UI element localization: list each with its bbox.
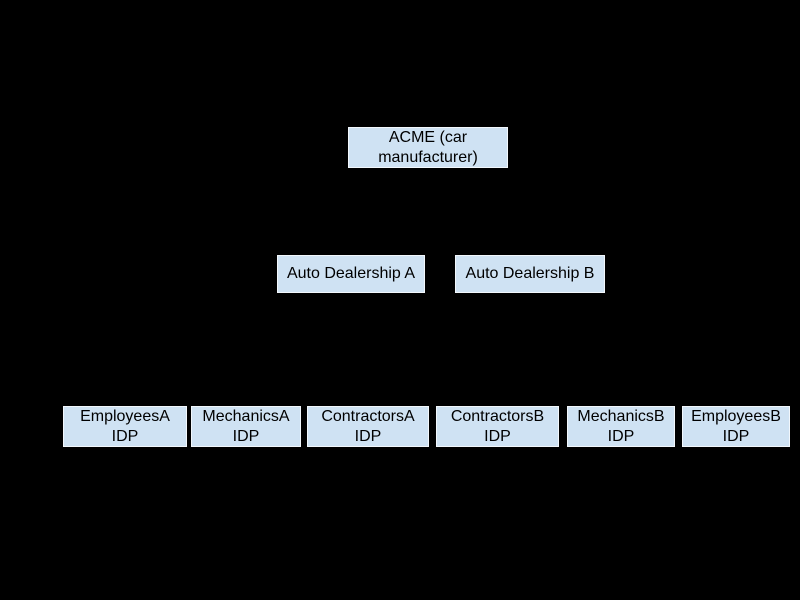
node-label: Auto Dealership A bbox=[286, 265, 416, 282]
node-acme-manufacturer: ACME (car manufacturer) bbox=[348, 127, 508, 168]
node-auto-dealership-a: Auto Dealership A bbox=[277, 255, 425, 293]
node-employees-a-idp: EmployeesA IDP bbox=[63, 406, 187, 447]
node-label: ContractorsA IDP bbox=[321, 407, 415, 445]
node-mechanics-b-idp: MechanicsB IDP bbox=[567, 406, 675, 447]
node-label: ACME (car manufacturer) bbox=[378, 128, 478, 166]
node-auto-dealership-b: Auto Dealership B bbox=[455, 255, 605, 293]
node-label: ContractorsB IDP bbox=[450, 407, 545, 445]
node-employees-b-idp: EmployeesB IDP bbox=[682, 406, 790, 447]
node-contractors-a-idp: ContractorsA IDP bbox=[307, 406, 429, 447]
node-label: EmployeesB IDP bbox=[691, 407, 781, 445]
node-label: Auto Dealership B bbox=[465, 265, 595, 282]
node-contractors-b-idp: ContractorsB IDP bbox=[436, 406, 559, 447]
node-label: MechanicsB IDP bbox=[577, 407, 665, 445]
node-label: EmployeesA IDP bbox=[80, 407, 170, 445]
node-mechanics-a-idp: MechanicsA IDP bbox=[191, 406, 301, 447]
node-label: MechanicsA IDP bbox=[202, 407, 290, 445]
